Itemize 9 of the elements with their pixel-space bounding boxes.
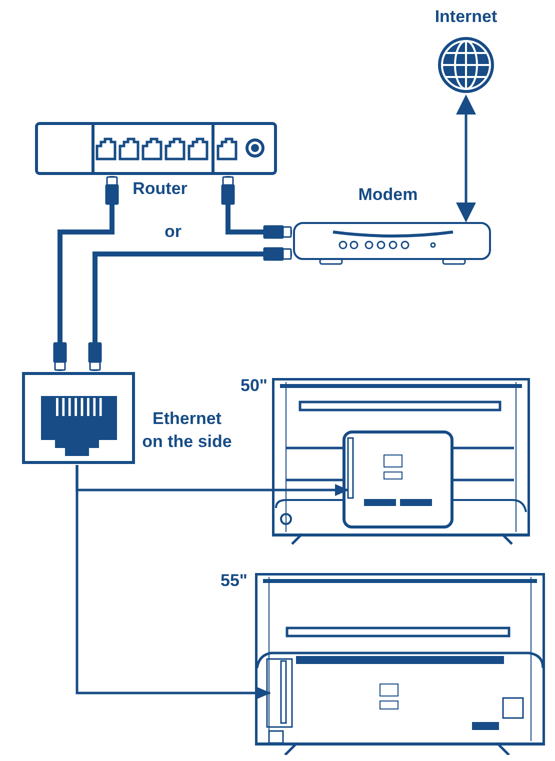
size-label: 55" bbox=[220, 571, 248, 592]
size-label: 50" bbox=[240, 376, 268, 396]
device-label: Modem bbox=[357, 185, 419, 206]
device-label: Router bbox=[132, 179, 188, 200]
port-caption: Ethernet on the side bbox=[142, 408, 232, 453]
device-label: Internet bbox=[434, 7, 498, 28]
arrow bbox=[76, 465, 271, 699]
or-label: or bbox=[164, 222, 182, 242]
arrow bbox=[456, 94, 476, 222]
